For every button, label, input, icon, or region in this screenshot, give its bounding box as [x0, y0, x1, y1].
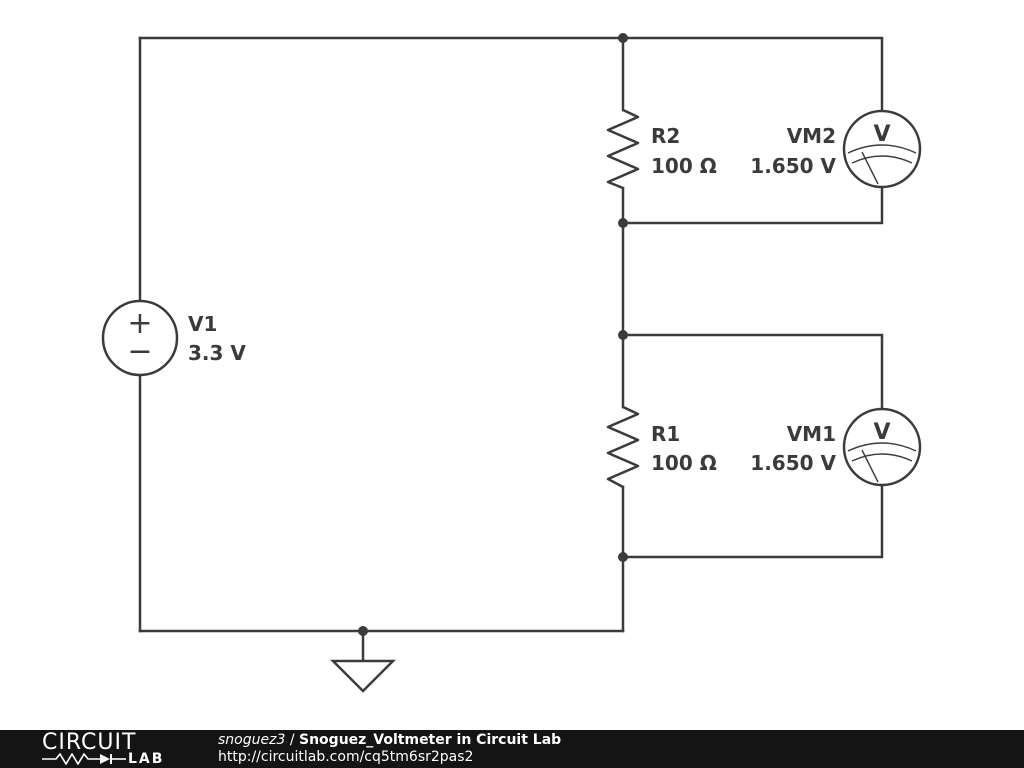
voltmeter-vm2[interactable]: V VM2 1.650 V	[750, 109, 922, 189]
vm2-name-label: VM2	[787, 124, 836, 148]
title-separator: /	[285, 732, 299, 748]
vm1-reading-label: 1.650 V	[750, 451, 836, 475]
wire-vm1-top	[621, 333, 884, 411]
vm1-scale-arc-inner	[851, 453, 913, 462]
wire-vm2-top	[621, 36, 884, 112]
resistor-r2[interactable]: R2 100 Ω	[606, 108, 717, 190]
source-plus-sign: +	[127, 306, 152, 341]
logo-text-circuit: CIRCUIT	[42, 730, 137, 755]
source-minus-sign: −	[127, 334, 152, 369]
logo-resistor-diode-icon	[42, 753, 126, 765]
vm1-symbol: V	[873, 420, 890, 445]
footer-bar: CIRCUIT LAB snoguez3 / Snoguez_Voltmeter…	[0, 730, 1024, 768]
vm2-needle	[861, 151, 879, 185]
logo-text-lab: LAB	[128, 751, 165, 767]
footer-title-line: snoguez3 / Snoguez_Voltmeter in Circuit …	[218, 732, 561, 749]
ground-symbol[interactable]	[329, 659, 397, 693]
vm1-scale-arc-outer	[847, 442, 917, 452]
source-name-label: V1	[188, 312, 217, 336]
r2-value-label: 100 Ω	[651, 154, 717, 178]
voltmeter-vm1[interactable]: V VM1 1.650 V	[750, 407, 922, 487]
author-link[interactable]: snoguez3	[218, 732, 286, 748]
resistor-r1[interactable]: R1 100 Ω	[606, 405, 717, 489]
wire-vm1-bottom	[621, 483, 884, 559]
r1-value-label: 100 Ω	[651, 451, 717, 475]
vm2-scale-arc-outer	[847, 144, 917, 154]
wire-vm2-bottom	[621, 186, 884, 225]
source-value-label: 3.3 V	[188, 341, 246, 365]
r1-name-label: R1	[651, 422, 680, 446]
node-ground	[358, 626, 368, 636]
resistor-zigzag-icon	[606, 108, 640, 190]
ground-icon	[329, 659, 397, 693]
circuit-schematic: + − V1 3.3 V R2 100 Ω R1 100 Ω V VM2 1.6…	[101, 33, 922, 693]
vm2-symbol: V	[873, 122, 890, 147]
vm1-needle	[861, 449, 879, 483]
voltmeter-icon	[842, 109, 922, 189]
node-r1-top	[618, 330, 628, 340]
voltage-source-v1[interactable]: + − V1 3.3 V	[101, 299, 246, 377]
node-top	[618, 33, 628, 43]
junction-nodes	[358, 33, 628, 636]
wires	[138, 36, 884, 663]
circuitlab-logo[interactable]: CIRCUIT LAB	[42, 732, 182, 766]
voltmeter-icon	[842, 407, 922, 487]
resistor-zigzag-icon	[606, 405, 640, 489]
dc-voltage-source-icon	[101, 299, 179, 377]
vm2-reading-label: 1.650 V	[750, 154, 836, 178]
r2-name-label: R2	[651, 124, 680, 148]
circuit-url-link[interactable]: http://circuitlab.com/cq5tm6sr2pas2	[218, 749, 474, 765]
circuit-title[interactable]: Snoguez_Voltmeter in Circuit Lab	[299, 732, 562, 748]
node-r1-bottom	[618, 552, 628, 562]
vm1-name-label: VM1	[787, 422, 836, 446]
vm2-scale-arc-inner	[851, 155, 913, 164]
node-r2-bottom	[618, 218, 628, 228]
